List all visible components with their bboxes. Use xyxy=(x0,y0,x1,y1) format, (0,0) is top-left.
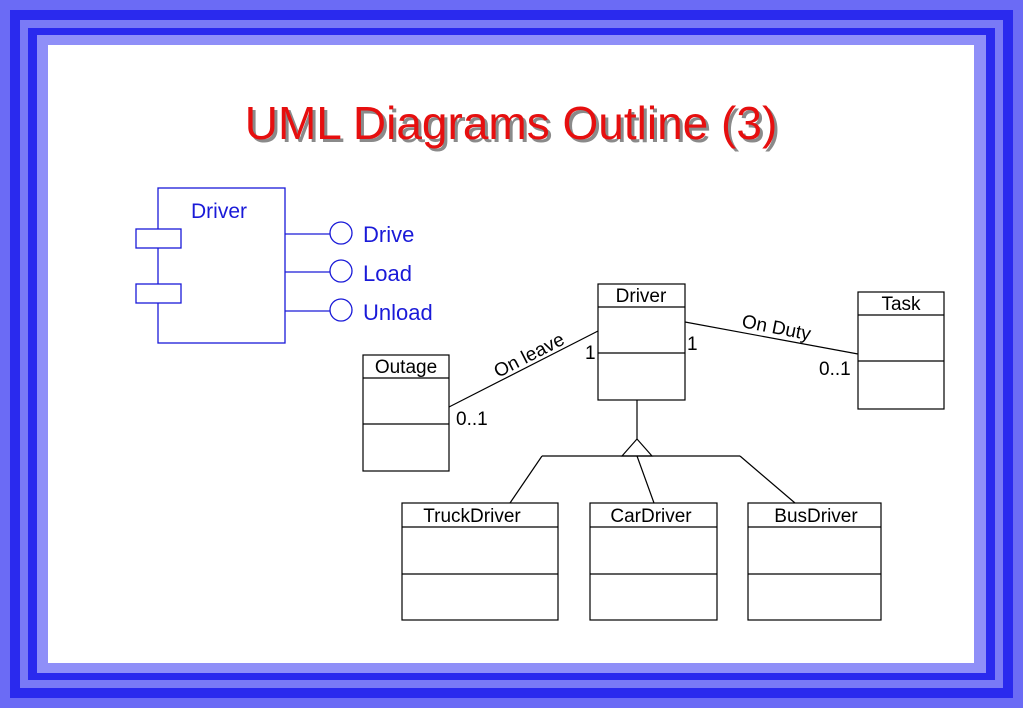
page-title: UML Diagrams Outline (3) xyxy=(245,97,778,149)
interface-label-drive: Drive xyxy=(363,222,414,247)
assoc-on-leave-line xyxy=(448,330,599,408)
mult-driver-duty: 1 xyxy=(687,334,698,355)
component-driver xyxy=(135,187,353,344)
interface-load-icon xyxy=(329,259,353,283)
mult-driver-leave: 1 xyxy=(585,343,596,364)
interface-unload-icon xyxy=(329,298,353,322)
component-name: Driver xyxy=(191,200,247,223)
interface-label-unload: Unload xyxy=(363,300,433,325)
class-boxes xyxy=(362,283,945,621)
mult-outage: 0..1 xyxy=(456,409,488,430)
class-truckdriver xyxy=(401,502,559,621)
assoc-on-duty-line xyxy=(684,321,859,355)
component-tab-lower xyxy=(135,283,182,304)
interface-label-load: Load xyxy=(363,261,412,286)
class-task xyxy=(857,291,945,410)
title-shadow: UML Diagrams Outline (3) xyxy=(248,100,781,152)
class-cardriver-name: CarDriver xyxy=(610,506,692,527)
component-tab-upper xyxy=(135,228,182,249)
class-busdriver xyxy=(747,502,882,621)
class-task-name: Task xyxy=(881,294,921,315)
class-diagram-lines xyxy=(448,321,859,504)
class-busdriver-name: BusDriver xyxy=(774,506,858,527)
class-outage-name: Outage xyxy=(375,357,437,378)
class-cardriver xyxy=(589,502,718,621)
class-truckdriver-name: TruckDriver xyxy=(423,506,521,527)
component-box xyxy=(157,187,286,344)
mult-task: 0..1 xyxy=(819,359,851,380)
class-driver xyxy=(597,283,686,401)
class-outage xyxy=(362,354,450,472)
class-driver-name: Driver xyxy=(616,286,667,307)
interface-drive-icon xyxy=(329,221,353,245)
